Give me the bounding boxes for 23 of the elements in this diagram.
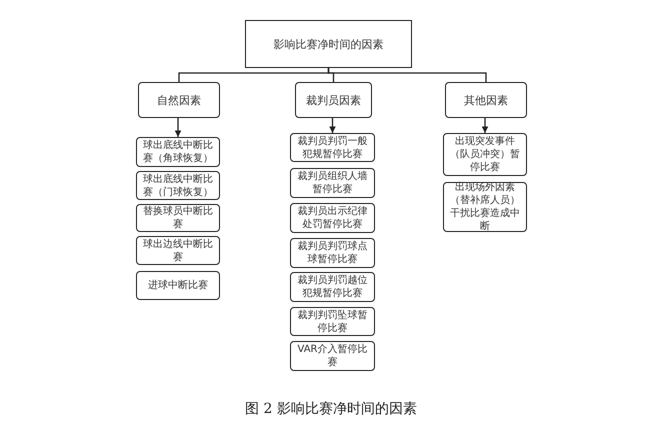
category-box: 裁判员因素 [295,82,372,118]
factor-box: 出现突发事件（队员冲突）暂停比赛 [443,133,527,176]
factor-box: 进球中断比赛 [136,271,220,300]
factor-box: VAR介入暂停比赛 [290,341,375,371]
factor-box: 裁判员判罚越位犯规暂停比赛 [290,272,375,302]
factor-box: 球出底线中断比赛（角球恢复） [136,137,220,167]
arrow [482,118,488,133]
category-box: 其他因素 [445,82,527,118]
factor-box: 裁判判罚坠球暂停比赛 [290,307,375,336]
factor-box: 出现场外因素（替补席人员）干扰比赛造成中断 [443,182,527,232]
category-box: 自然因素 [138,82,220,118]
title-box: 影响比赛净时间的因素 [245,20,412,68]
factor-box: 替换球员中断比赛 [136,204,220,232]
factor-box: 球出边线中断比赛 [136,236,220,265]
caption: 图 2 影响比赛净时间的因素 [244,400,418,418]
connector-line [328,68,487,82]
factor-box: 球出底线中断比赛（门球恢复） [136,171,220,200]
factor-box: 裁判员出示纪律处罚暂停比赛 [290,203,375,233]
factor-box: 裁判员组织人墙暂停比赛 [290,168,375,198]
factor-box: 裁判员判罚一般犯规暂停比赛 [290,133,375,162]
arrow [174,118,182,137]
arrow [329,118,336,133]
factor-box: 裁判员判罚球点球暂停比赛 [290,238,375,268]
